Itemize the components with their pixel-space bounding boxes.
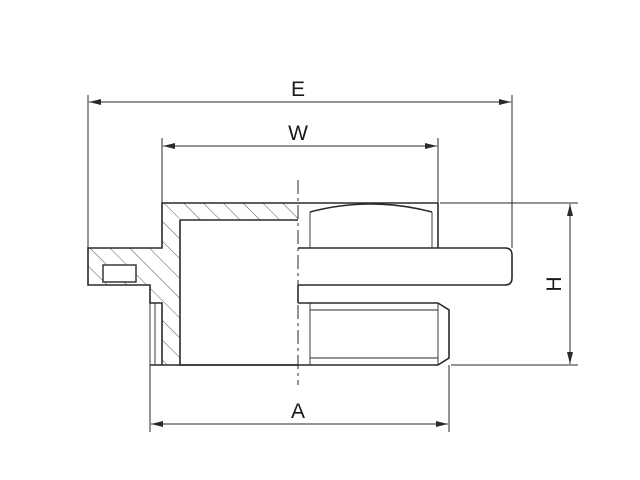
- seal-notch: [102, 264, 137, 283]
- section-view: [87, 202, 298, 366]
- section-outline: [87, 202, 298, 365]
- dimension-A: A: [149, 365, 450, 432]
- dimension-W: W: [161, 122, 439, 203]
- section-bore: [179, 219, 298, 366]
- thread-right-edge: [298, 302, 450, 366]
- flange-ring: [298, 247, 513, 286]
- cap-dome: [309, 203, 433, 213]
- dimension-label-H: H: [543, 276, 566, 291]
- dimension-label-W: W: [288, 122, 308, 145]
- dimension-label-A: A: [291, 400, 305, 423]
- dimension-H: H: [440, 202, 578, 366]
- dimension-E: E: [87, 78, 513, 248]
- external-view: [297, 202, 513, 366]
- section-hatch-cap: [88, 203, 298, 365]
- dimension-label-E: E: [291, 78, 305, 101]
